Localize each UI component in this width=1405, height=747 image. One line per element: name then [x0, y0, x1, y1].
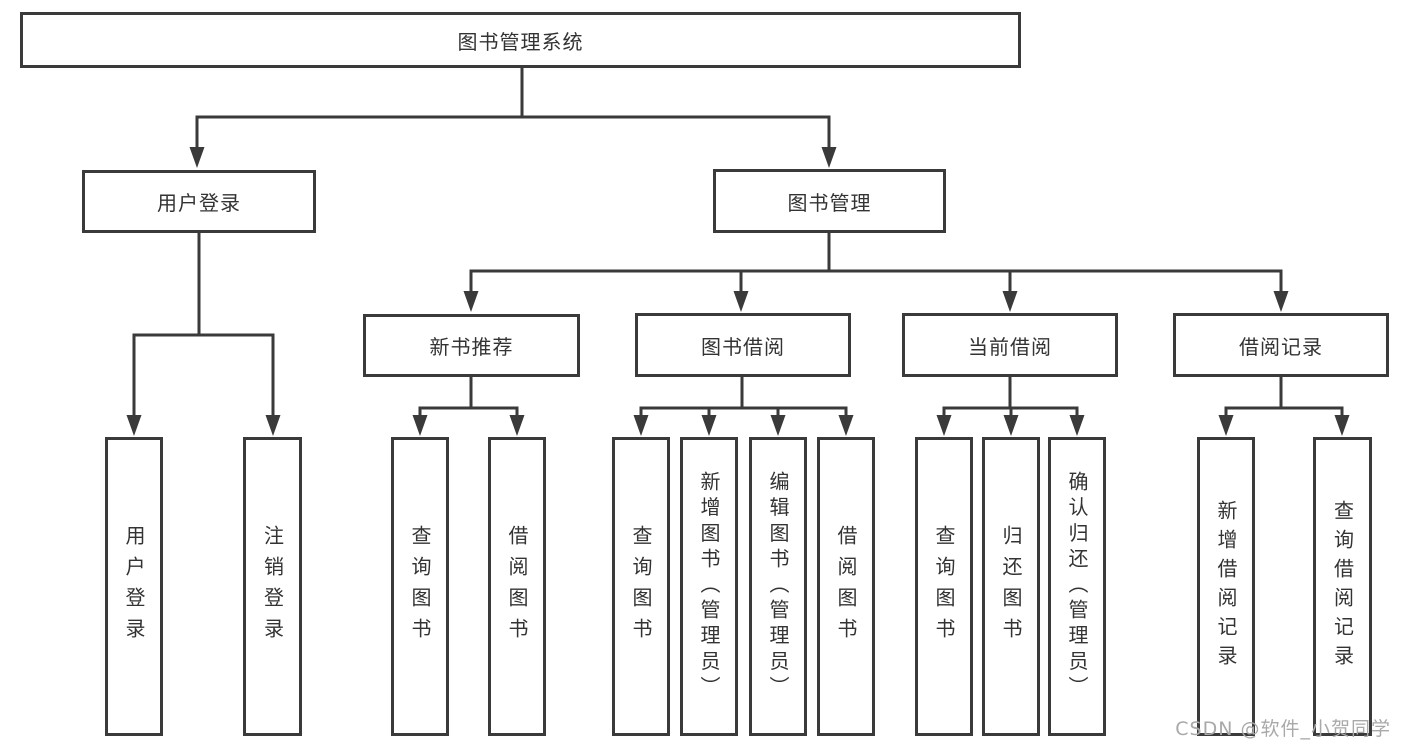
arrowhead-icon: [412, 415, 428, 436]
arrowhead-icon: [821, 147, 837, 168]
leaf-label: 查询图书: [408, 524, 432, 649]
leaf-edit-books-admin: 编辑图书（管理员）: [749, 437, 807, 736]
arrowhead-icon: [838, 415, 854, 436]
leaf-borrow-books-recommend: 借阅图书: [488, 437, 546, 736]
node-borrowing-records: 借阅记录: [1173, 313, 1389, 377]
node-new-book-recommendation: 新书推荐: [363, 314, 580, 377]
leaf-logout: 注销登录: [243, 437, 302, 736]
node-book-management: 图书管理: [713, 169, 946, 233]
arrowhead-icon: [701, 415, 717, 436]
leaf-label: 用户登录: [122, 524, 146, 649]
connector-paths: [132, 66, 1344, 420]
leaf-label: 查询借阅记录: [1330, 499, 1355, 674]
arrowhead-icon: [770, 415, 786, 436]
leaf-label: 借阅图书: [505, 524, 529, 649]
arrowhead-icon: [1218, 415, 1234, 436]
leaf-query-books-recommend: 查询图书: [391, 437, 449, 736]
leaf-label: 新增图书（管理员）: [697, 471, 721, 702]
arrowhead-icon: [936, 415, 952, 436]
leaf-label: 编辑图书（管理员）: [766, 471, 790, 702]
arrowhead-icon: [126, 415, 142, 436]
arrowhead-icon: [1273, 291, 1289, 312]
leaf-return-books: 归还图书: [982, 437, 1040, 736]
arrowhead-icon: [733, 291, 749, 312]
arrowhead-icon: [463, 291, 479, 312]
leaf-add-borrow-record: 新增借阅记录: [1197, 437, 1255, 736]
node-library-system: 图书管理系统: [20, 12, 1021, 68]
leaf-label: 归还图书: [999, 524, 1023, 649]
node-user-login: 用户登录: [82, 170, 316, 233]
csdn-watermark: CSDN @软件_小贺同学: [1175, 718, 1391, 740]
leaf-borrow-books: 借阅图书: [817, 437, 875, 736]
leaf-label: 查询图书: [932, 524, 956, 649]
node-book-borrowing: 图书借阅: [635, 313, 851, 377]
arrowhead-icon: [509, 415, 525, 436]
leaf-label: 查询图书: [629, 524, 653, 649]
leaf-query-books-current: 查询图书: [915, 437, 973, 736]
leaf-add-books-admin: 新增图书（管理员）: [680, 437, 738, 736]
leaf-label: 确认归还（管理员）: [1065, 471, 1089, 702]
arrowhead-icon: [1002, 291, 1018, 312]
node-current-borrowing: 当前借阅: [902, 313, 1118, 377]
leaf-label: 新增借阅记录: [1214, 499, 1238, 674]
leaf-query-borrow-record: 查询借阅记录: [1313, 437, 1372, 736]
arrowhead-icon: [1069, 415, 1085, 436]
leaf-confirm-return-admin: 确认归还（管理员）: [1048, 437, 1106, 736]
leaf-user-login: 用户登录: [105, 437, 163, 736]
leaf-label: 注销登录: [260, 524, 285, 649]
leaf-query-books-borrow: 查询图书: [612, 437, 670, 736]
leaf-label: 借阅图书: [834, 524, 858, 649]
arrowhead-icon: [189, 147, 205, 168]
arrowhead-icon: [1334, 415, 1350, 436]
arrowhead-icon: [633, 415, 649, 436]
arrowhead-icon: [265, 415, 281, 436]
arrowhead-icon: [1003, 415, 1019, 436]
arrowheads: [126, 147, 1350, 436]
